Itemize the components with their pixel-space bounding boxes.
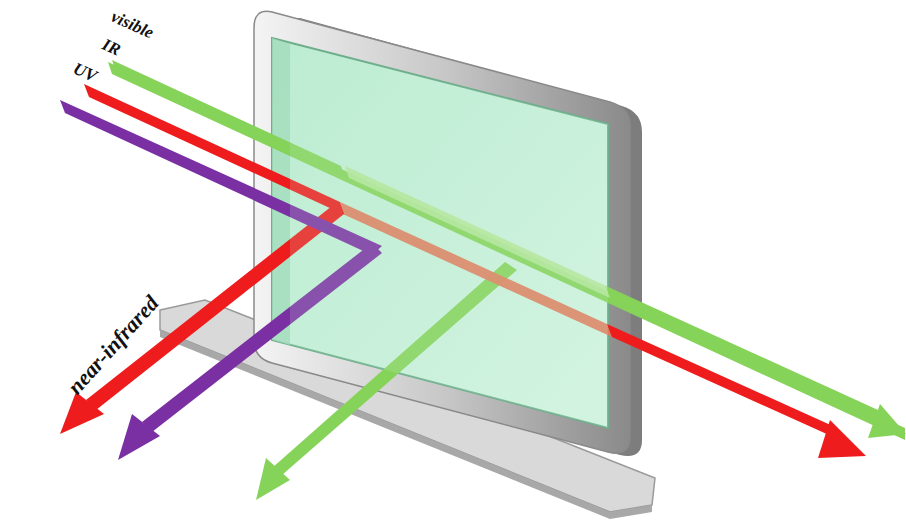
beam-label: visible <box>108 7 116 25</box>
beam-label: IR <box>99 35 107 53</box>
region-label: near-infrared <box>62 382 81 399</box>
glass-edge <box>272 38 290 345</box>
beam-label: UV <box>70 59 78 77</box>
glass-tint <box>290 44 608 428</box>
glass-pane <box>272 38 608 428</box>
window-frame <box>254 11 630 453</box>
